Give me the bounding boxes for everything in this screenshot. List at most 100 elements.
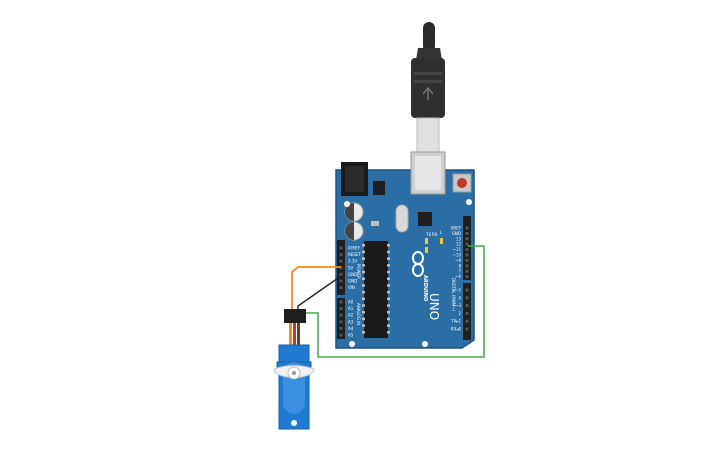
usb-cable[interactable] bbox=[411, 22, 445, 153]
pin-label: 5V bbox=[348, 265, 354, 270]
header-pin[interactable] bbox=[465, 275, 469, 279]
pin-label: RESET bbox=[348, 252, 361, 257]
chip-pin bbox=[362, 277, 365, 280]
header-pin[interactable] bbox=[339, 333, 343, 337]
header-pin[interactable] bbox=[465, 304, 469, 308]
header-pin[interactable] bbox=[465, 288, 469, 292]
usb-chip bbox=[418, 212, 432, 226]
chip-pin bbox=[362, 257, 365, 260]
header-pin[interactable] bbox=[339, 307, 343, 311]
chip-pin bbox=[362, 284, 365, 287]
chip-pin bbox=[362, 324, 365, 327]
header-pin[interactable] bbox=[339, 300, 343, 304]
pin-label: ~10 bbox=[453, 253, 462, 258]
capacitors bbox=[344, 202, 364, 241]
brand-text: ARDUINO bbox=[422, 275, 428, 301]
chip-pin bbox=[387, 284, 390, 287]
pin-label: 7 bbox=[458, 269, 461, 274]
mounting-hole bbox=[344, 201, 350, 207]
header-pin[interactable] bbox=[465, 226, 469, 230]
header-pin[interactable] bbox=[465, 296, 469, 300]
micro-servo[interactable] bbox=[273, 309, 315, 430]
led-label-tx: TX bbox=[425, 232, 431, 237]
pin-label: ~11 bbox=[453, 247, 462, 252]
digital-header-label: DIGITAL (PWM~) bbox=[451, 278, 456, 312]
pin-label: ~9 bbox=[455, 258, 461, 263]
pin-label: 2 bbox=[458, 311, 461, 316]
header-pin[interactable] bbox=[339, 246, 343, 250]
header-pin[interactable] bbox=[465, 237, 469, 241]
pin-label: 8 bbox=[458, 263, 461, 268]
header-pin[interactable] bbox=[339, 286, 343, 290]
pin-label: GND bbox=[348, 279, 357, 284]
chip-pin bbox=[362, 244, 365, 247]
chip-pin bbox=[362, 290, 365, 294]
header-pin[interactable] bbox=[465, 311, 469, 315]
chip-pin bbox=[362, 331, 365, 334]
header-pin[interactable] bbox=[465, 231, 469, 235]
chip-pin bbox=[362, 270, 365, 274]
wire-signal-to-pin-9[interactable] bbox=[304, 245, 485, 358]
header-pin[interactable] bbox=[465, 319, 469, 323]
pin-label: ~6 bbox=[455, 274, 461, 279]
pin-label: VIN bbox=[348, 285, 355, 290]
chip-pin bbox=[362, 264, 365, 267]
pin-label: RX◂0 bbox=[451, 327, 462, 332]
header-pin[interactable] bbox=[339, 259, 343, 263]
header-pin[interactable] bbox=[465, 248, 469, 252]
chip-pin bbox=[362, 311, 365, 314]
servo-connector[interactable] bbox=[284, 309, 306, 323]
mounting-hole bbox=[349, 341, 355, 347]
mounting-hole bbox=[466, 199, 472, 205]
atmega-microcontroller bbox=[362, 241, 390, 338]
model-text: UNO bbox=[427, 293, 441, 320]
pin-label: A4 bbox=[348, 326, 354, 331]
wire-power-to-5v[interactable] bbox=[291, 266, 341, 313]
chip-pin bbox=[362, 304, 365, 307]
voltage-regulator bbox=[373, 181, 385, 195]
chip-pin bbox=[387, 290, 390, 294]
pin-label: 3.3V bbox=[348, 259, 357, 264]
pin-label: GND bbox=[348, 272, 357, 277]
chip-pin bbox=[387, 324, 390, 327]
pin-label: A3 bbox=[348, 319, 354, 324]
arduino-logo bbox=[412, 251, 424, 277]
reset-button[interactable] bbox=[452, 173, 472, 193]
chip-pin bbox=[387, 277, 390, 280]
chip-pin bbox=[387, 317, 390, 321]
header-pin[interactable] bbox=[465, 253, 469, 257]
header-pin[interactable] bbox=[465, 242, 469, 246]
chip-pin bbox=[387, 331, 390, 334]
pin-label: A2 bbox=[348, 313, 354, 318]
arduino-uno-board[interactable]: TX RX L ARDUINO UNO POWER ANALOG IN DIGI… bbox=[335, 151, 475, 349]
header-pin[interactable] bbox=[339, 272, 343, 276]
status-leds: TX RX L bbox=[425, 230, 443, 253]
analog-header-label: ANALOG IN bbox=[356, 303, 361, 325]
chip-pin bbox=[387, 257, 390, 260]
header-pin[interactable] bbox=[339, 279, 343, 283]
chip-pin bbox=[362, 297, 365, 301]
header-pin[interactable] bbox=[465, 327, 469, 331]
pin-label: 12 bbox=[456, 242, 462, 247]
header-pin[interactable] bbox=[339, 326, 343, 330]
header-pin[interactable] bbox=[465, 258, 469, 262]
header-pin[interactable] bbox=[465, 264, 469, 268]
pin-label: GND bbox=[452, 231, 461, 236]
pin-label: AREF bbox=[451, 226, 462, 231]
crystal-oscillator bbox=[395, 204, 409, 233]
chip-pin bbox=[387, 244, 390, 247]
pin-label: A0 bbox=[348, 300, 354, 305]
chip-pin bbox=[362, 250, 365, 254]
wire-ground-to-gnd[interactable] bbox=[297, 275, 342, 313]
header-pin[interactable] bbox=[339, 320, 343, 324]
pin-label: A5 bbox=[348, 333, 354, 338]
servo-horn[interactable] bbox=[273, 365, 315, 380]
header-pin[interactable] bbox=[339, 313, 343, 317]
chip-pin bbox=[387, 311, 390, 314]
pin-label: 4 bbox=[458, 295, 461, 300]
header-pin[interactable] bbox=[465, 269, 469, 273]
header-pin[interactable] bbox=[339, 253, 343, 257]
